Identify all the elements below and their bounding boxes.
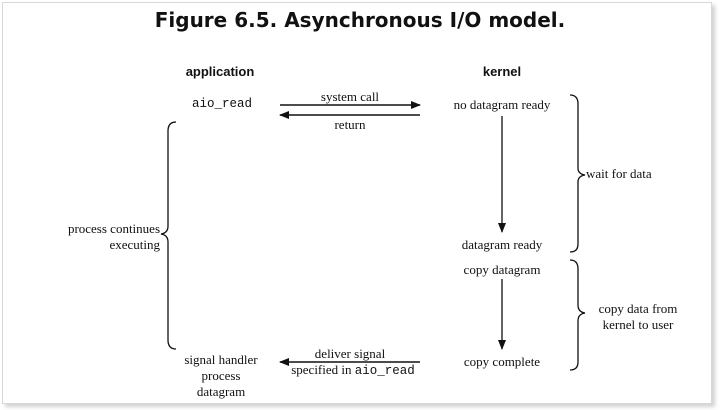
wait-for-data-label: wait for data <box>586 166 652 181</box>
aio-read-call: aio_read <box>191 97 252 111</box>
copy-complete: copy complete <box>463 354 541 369</box>
wait-for-data-brace <box>569 94 586 253</box>
datagram-ready: datagram ready <box>461 237 543 252</box>
kernel-header: kernel <box>482 64 522 79</box>
deliver-signal-label: deliver signal <box>314 346 386 361</box>
figure-frame <box>2 2 712 404</box>
kernel-to-user-label: kernel to user <box>602 317 674 332</box>
figure-title: Figure 6.5. Asynchronous I/O model. <box>154 8 566 32</box>
specified-in-label: specified in aio_read <box>278 362 428 379</box>
system-call-label: system call <box>320 89 380 104</box>
copy-datagram: copy datagram <box>463 262 541 277</box>
copy-data-from-label: copy data from <box>598 301 678 316</box>
signal-handler-label: signal handler <box>184 352 258 367</box>
datagram-label: datagram <box>196 384 246 399</box>
executing-label: executing <box>109 237 160 252</box>
process-continues-label: process continues <box>67 221 160 236</box>
specified-in-code: aio_read <box>354 364 415 378</box>
application-header: application <box>185 64 255 79</box>
no-datagram-ready: no datagram ready <box>453 97 551 112</box>
copy-data-brace <box>569 259 586 371</box>
process-brace <box>160 121 177 350</box>
process-label: process <box>201 368 241 383</box>
specified-in-text: specified in <box>291 362 355 377</box>
return-label: return <box>334 117 366 132</box>
